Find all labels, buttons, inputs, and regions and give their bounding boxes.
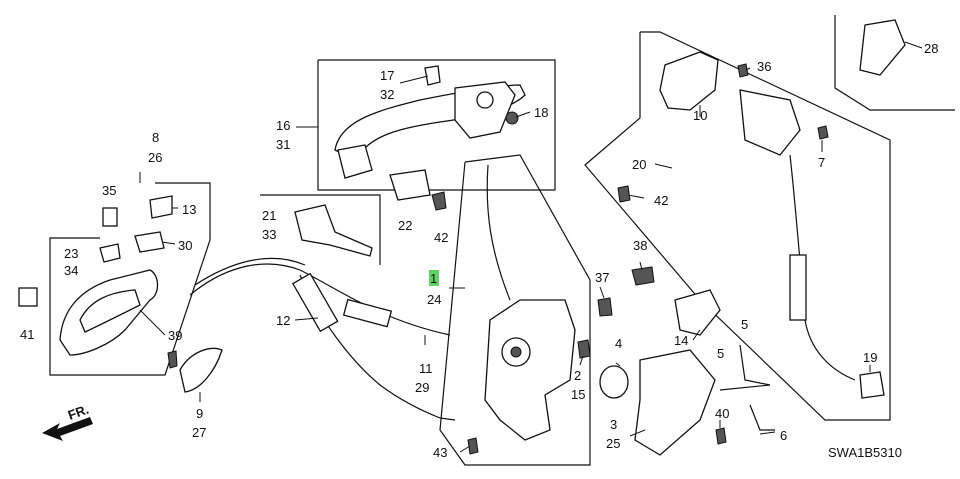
callout-19[interactable]: 19: [863, 350, 877, 365]
callout-36[interactable]: 36: [757, 59, 771, 74]
handle-bracket: [389, 169, 431, 201]
callout-22[interactable]: 22: [398, 218, 412, 233]
callout-26[interactable]: 26: [148, 150, 162, 165]
callout-29[interactable]: 29: [415, 380, 429, 395]
callout-17[interactable]: 17: [380, 68, 394, 83]
callout-41[interactable]: 41: [20, 327, 34, 342]
callout-labels[interactable]: 8 26 35 13 23 34 30 41 39 9 27 16 31 17 …: [20, 41, 938, 460]
diagram-code: SWA1B5310: [828, 445, 902, 460]
callout-42-b[interactable]: 42: [654, 193, 668, 208]
latch-group-box: [439, 154, 591, 466]
callout-37[interactable]: 37: [595, 270, 609, 285]
callout-43[interactable]: 43: [433, 445, 447, 460]
callout-24[interactable]: 24: [427, 292, 441, 307]
callout-6[interactable]: 6: [780, 428, 787, 443]
cylinder-group-box: [584, 31, 891, 421]
callout-3[interactable]: 3: [610, 417, 617, 432]
callout-25[interactable]: 25: [606, 436, 620, 451]
bracket-group-box: [260, 194, 381, 265]
inner-door-handle: [18, 195, 223, 393]
bracket-28-box: [834, 15, 955, 111]
callout-20[interactable]: 20: [632, 157, 646, 172]
callout-38[interactable]: 38: [633, 238, 647, 253]
front-label: FR.: [66, 402, 91, 423]
callout-8[interactable]: 8: [152, 130, 159, 145]
callout-14[interactable]: 14: [674, 333, 688, 348]
callout-2[interactable]: 2: [574, 368, 581, 383]
callout-9[interactable]: 9: [196, 406, 203, 421]
callout-42-a[interactable]: 42: [434, 230, 448, 245]
cable-bracket: [294, 204, 373, 257]
callout-13[interactable]: 13: [182, 202, 196, 217]
callout-1[interactable]: 1: [430, 271, 437, 286]
callout-32[interactable]: 32: [380, 87, 394, 102]
callout-27[interactable]: 27: [192, 425, 206, 440]
door-lock-latch: [467, 164, 591, 455]
callout-39[interactable]: 39: [168, 328, 182, 343]
callout-7[interactable]: 7: [818, 155, 825, 170]
callout-33[interactable]: 33: [262, 227, 276, 242]
callout-11[interactable]: 11: [419, 361, 433, 376]
callout-40[interactable]: 40: [715, 406, 729, 421]
outer-door-handle: [334, 65, 526, 179]
handle-group-box: [317, 59, 556, 191]
callout-18[interactable]: 18: [534, 105, 548, 120]
callout-23[interactable]: 23: [64, 246, 78, 261]
callout-16[interactable]: 16: [276, 118, 290, 133]
selected-part-highlight: [429, 270, 439, 286]
callout-21[interactable]: 21: [262, 208, 276, 223]
callout-31[interactable]: 31: [276, 137, 290, 152]
inner-handle-group-box: [49, 182, 211, 376]
striker-and-cylinder: [597, 19, 906, 456]
callout-28[interactable]: 28: [924, 41, 938, 56]
callout-35[interactable]: 35: [102, 183, 116, 198]
callout-15[interactable]: 15: [571, 387, 585, 402]
bolt-42-a: [431, 191, 447, 211]
door-cables: [189, 257, 456, 421]
callout-5-b[interactable]: 5: [717, 346, 724, 361]
callout-12[interactable]: 12: [276, 313, 290, 328]
callout-5-a[interactable]: 5: [741, 317, 748, 332]
leader-lines: [139, 41, 923, 453]
callout-30[interactable]: 30: [178, 238, 192, 253]
callout-10[interactable]: 10: [693, 108, 707, 123]
front-arrow-icon: FR.: [42, 402, 93, 441]
callout-34[interactable]: 34: [64, 263, 78, 278]
callout-4[interactable]: 4: [615, 336, 622, 351]
